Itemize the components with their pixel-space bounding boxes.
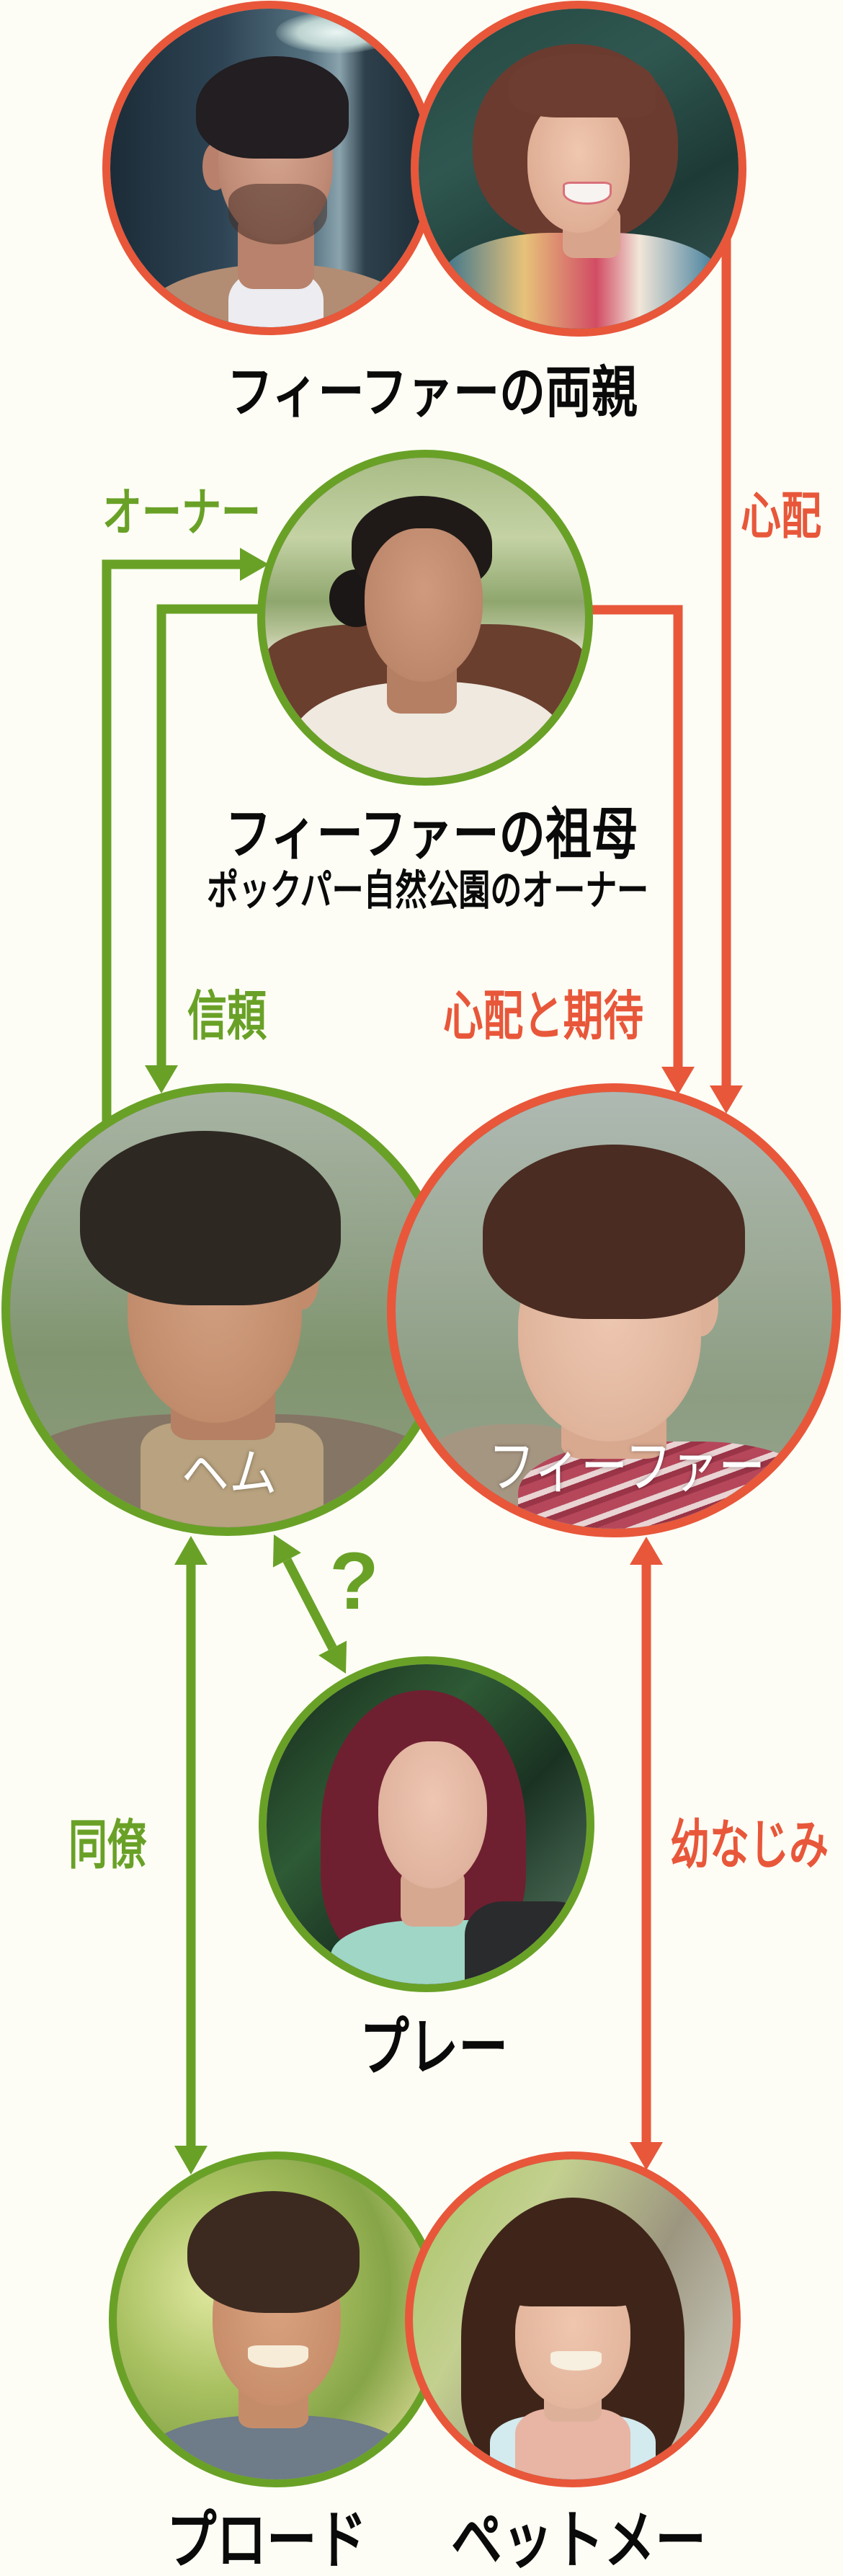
childhood-friend-double-arrow	[630, 1537, 663, 2170]
prod-name-text: プロード	[166, 2505, 367, 2576]
portrait-smile	[550, 2351, 602, 2371]
relation-label-worry-and-hope-text: 心配と期待	[443, 986, 643, 1046]
colleague-double-arrow	[174, 1536, 208, 2175]
play-portrait	[259, 1656, 594, 1992]
portrait-hair	[79, 1131, 342, 1305]
relation-label-colleague-text: 同僚	[68, 1815, 146, 1875]
portrait-jacket	[465, 1901, 586, 1984]
unknown-double-arrow	[272, 1535, 347, 1674]
arrowhead-icon	[174, 1536, 208, 1565]
petmay-photo	[413, 2159, 733, 2479]
relation-label-owner-text: オーナー	[102, 484, 262, 542]
relation-label-owner: オーナー	[102, 484, 262, 542]
portrait-fringe	[508, 53, 656, 117]
grandmother-subtitle: ポックパー自然公園のオーナー	[206, 867, 649, 914]
relation-label-worry: 心配	[741, 488, 821, 544]
grandmother-portrait	[257, 450, 593, 786]
portrait-body	[517, 1441, 824, 1529]
portrait-hair	[483, 1144, 745, 1320]
relation-label-childhood-friend: 幼なじみ	[670, 1815, 829, 1875]
grandmother-label: フィーファーの祖母	[225, 802, 638, 866]
portrait-face	[527, 98, 630, 233]
fifa-portrait	[387, 1083, 841, 1537]
play-name-text: プレー	[360, 2012, 509, 2083]
arrowhead-icon	[272, 1535, 301, 1568]
question-mark-icon: ?	[329, 1536, 379, 1626]
arrowhead-icon	[710, 1085, 743, 1114]
portrait-bangs	[502, 2236, 643, 2307]
relation-label-colleague: 同僚	[68, 1815, 146, 1875]
parents-label: フィーファーの両親	[227, 360, 638, 424]
mother-portrait	[411, 1, 746, 337]
relation-label-trust-text: 信頼	[187, 986, 267, 1046]
relation-label-worry-text: 心配	[741, 488, 821, 544]
grandmother-subtitle-text: ポックパー自然公園のオーナー	[206, 867, 649, 914]
prod-photo	[117, 2159, 437, 2479]
arrowhead-icon	[630, 1537, 663, 1565]
hem-name: ヘム	[181, 1445, 277, 1503]
petmay-name-text: ペットメー	[451, 2505, 707, 2576]
prod-portrait	[109, 2151, 445, 2487]
portrait-face	[378, 1741, 488, 1888]
worry-and-hope-arrow	[576, 605, 695, 1095]
hem-portrait	[1, 1083, 454, 1536]
fifa-name-text: フィーファー	[488, 1435, 765, 1499]
trust-arrow	[145, 604, 274, 1093]
relation-label-trust: 信頼	[187, 986, 267, 1046]
relation-label-worry-and-hope: 心配と期待	[443, 986, 643, 1046]
play-name: プレー	[360, 2012, 509, 2083]
portrait-beard	[228, 184, 327, 245]
father-photo	[110, 9, 429, 327]
parents-label-text: フィーファーの両親	[227, 360, 638, 424]
arrowhead-icon	[145, 1065, 178, 1093]
portrait-smile	[248, 2345, 309, 2368]
play-photo	[267, 1664, 586, 1984]
prod-name: プロード	[166, 2505, 367, 2576]
father-portrait	[102, 1, 437, 335]
portrait-face	[364, 528, 483, 682]
fifa-photo	[396, 1092, 832, 1529]
relation-label-childhood-friend-text: 幼なじみ	[670, 1815, 829, 1875]
portrait-shirt	[140, 1423, 324, 1527]
grandmother-label-text: フィーファーの祖母	[225, 802, 638, 866]
mother-photo	[419, 9, 739, 329]
owner-arrow	[102, 548, 269, 1132]
worry-arrow	[710, 238, 743, 1114]
arrowhead-icon	[174, 2146, 208, 2175]
petmay-portrait	[405, 2151, 741, 2487]
hem-name-text: ヘム	[181, 1445, 277, 1503]
portrait-hair	[187, 2191, 360, 2314]
fifa-name: フィーファー	[488, 1435, 765, 1499]
relation-label-unknown: ?	[329, 1541, 378, 1622]
arrowhead-icon	[630, 2142, 663, 2170]
grandmother-photo	[265, 458, 585, 778]
portrait-hair	[196, 56, 349, 159]
portrait-smile	[562, 181, 612, 205]
petmay-name: ペットメー	[451, 2505, 707, 2576]
arrowhead-icon	[661, 1067, 695, 1095]
arrowhead-icon	[240, 548, 269, 581]
lamp-highlight	[275, 12, 397, 53]
hem-photo	[10, 1092, 445, 1527]
arrowhead-icon	[318, 1640, 347, 1674]
